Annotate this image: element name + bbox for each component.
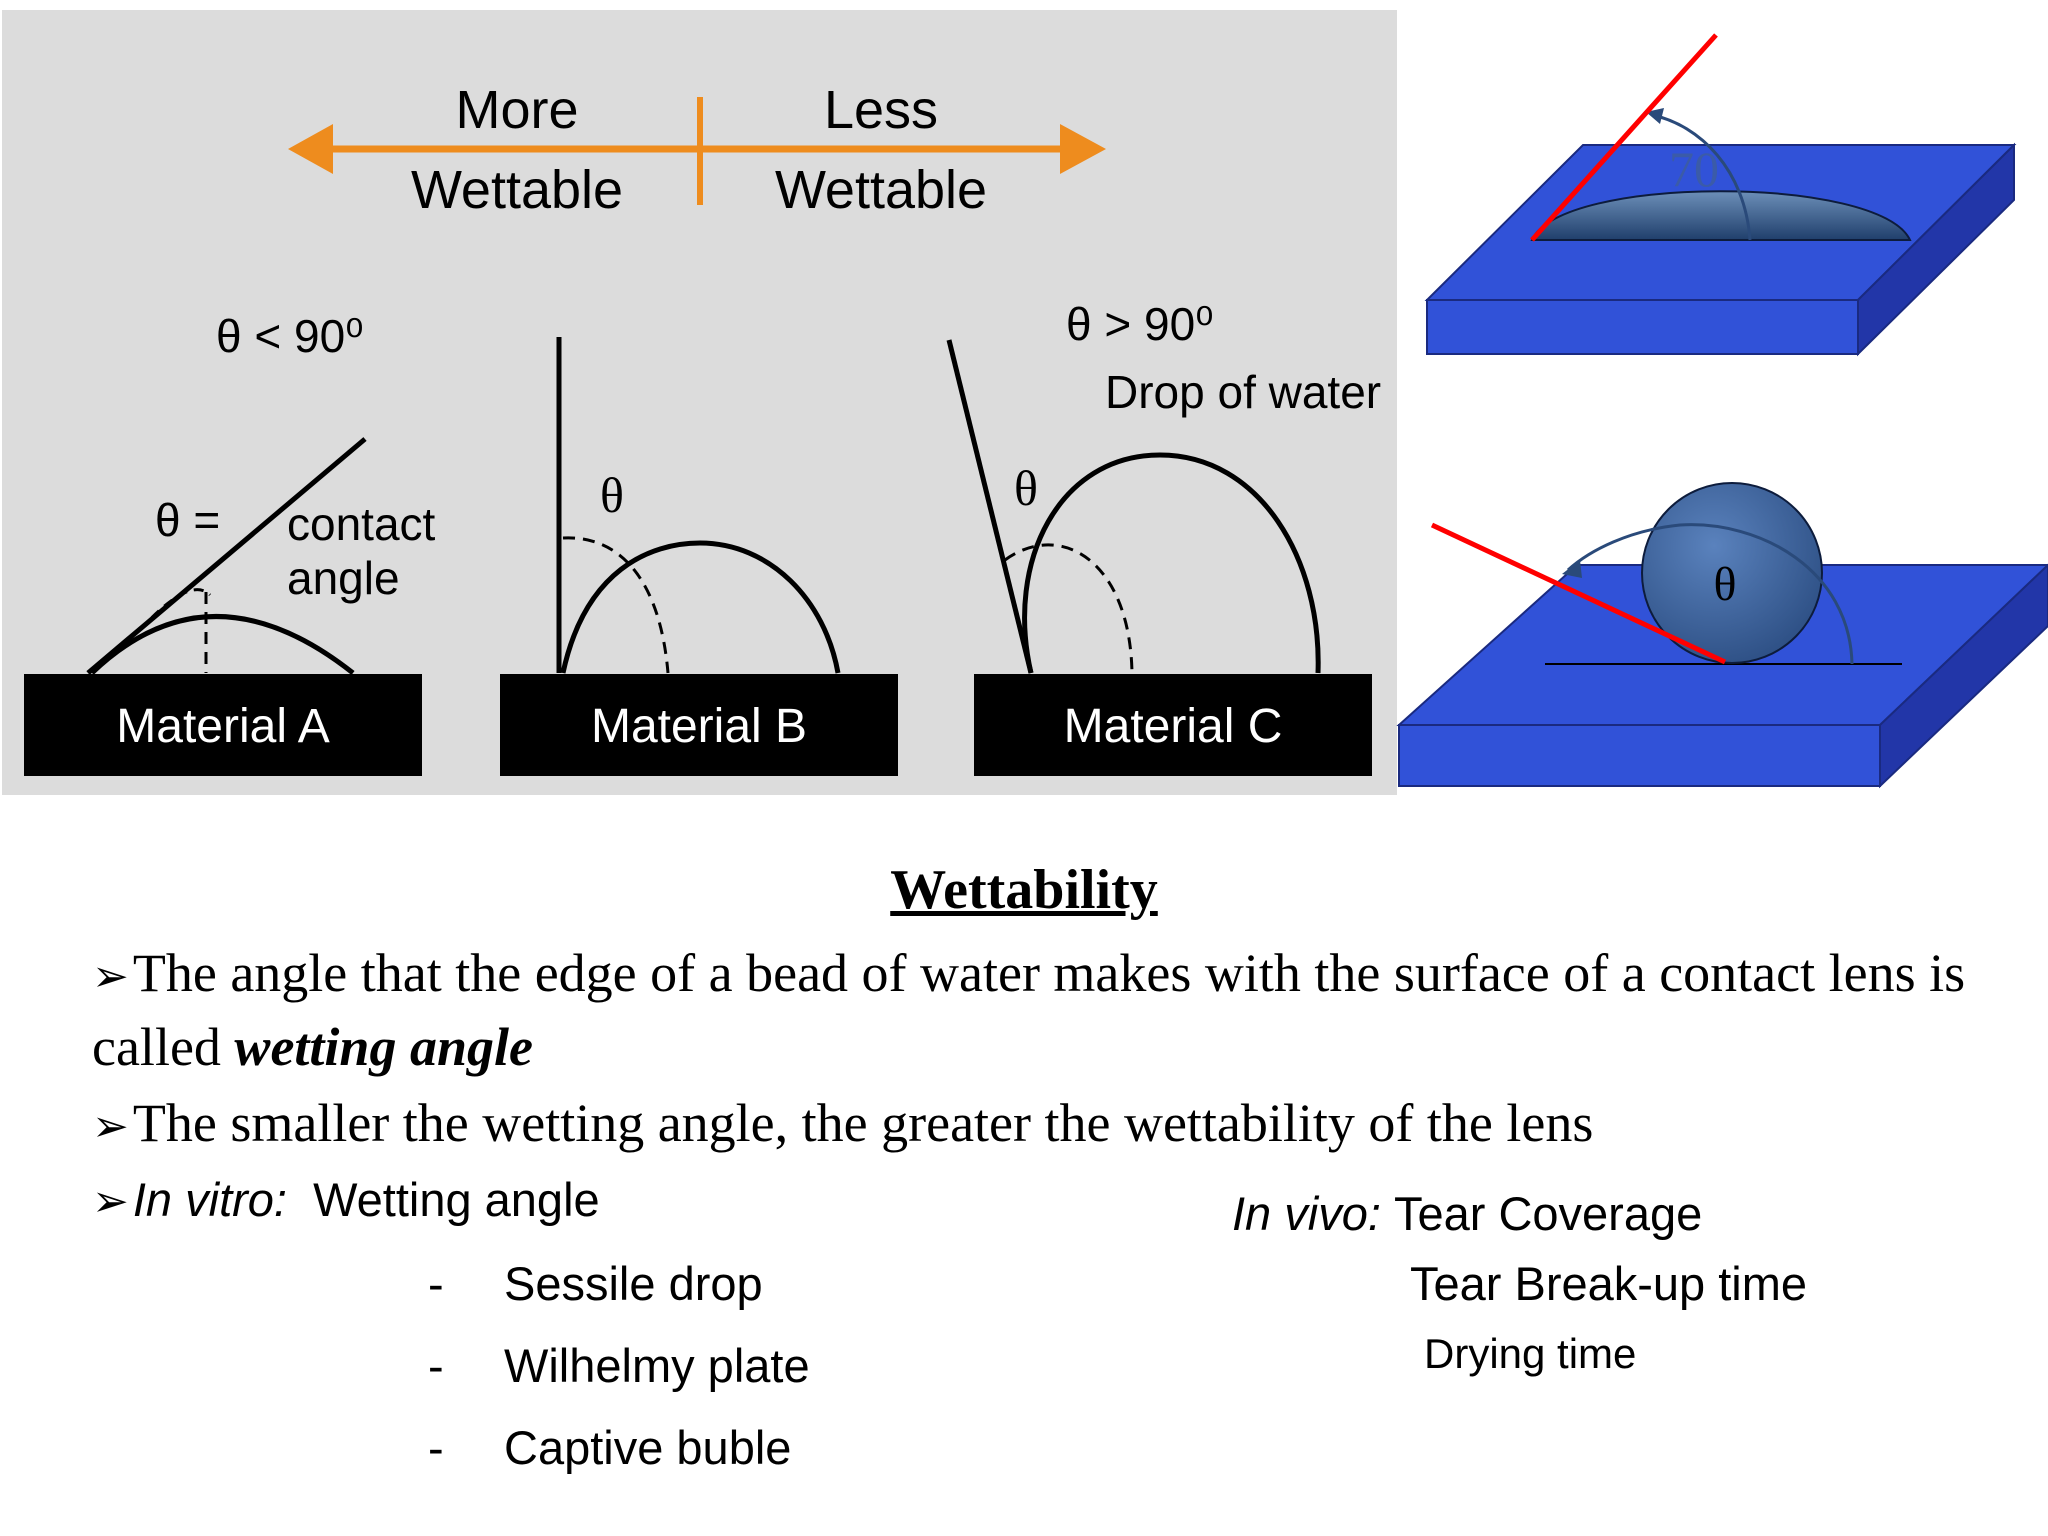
material-c-angle-condition: θ > 90⁰ [1066,298,1214,350]
drop-of-water-label: Drop of water [1105,366,1381,418]
in-vivo-row: In vivo: Tear Coverage [1232,1186,1702,1241]
water-bead [1641,482,1823,664]
plate-bottom-front [1398,724,1881,787]
in-vivo-item-drying: Drying time [1424,1330,1637,1377]
slide-title: Wettability [890,859,1158,921]
material-c-label: Material C [1064,700,1283,753]
plate-bottom-group: θ [1396,482,2048,789]
in-vivo-item-tear-coverage: Tear Coverage [1393,1187,1703,1240]
theta-label-b: θ [600,467,624,523]
contact-label: contact [287,498,436,550]
wetting-angle-emphasis: wetting angle [234,1017,533,1077]
in-vitro-label: In vitro: [132,1173,287,1226]
wettability-axis: More Wettable Less Wettable [288,80,1106,220]
drop-outline-c [1022,452,1321,674]
plate-top-angle-arc [1651,113,1752,241]
in-vivo-label: In vivo: [1232,1187,1381,1240]
material-b-group: θ Material B [500,337,898,776]
plate-top-front [1426,299,1859,355]
drop-outline-b [560,540,841,674]
dash-marker: - [428,1339,444,1392]
in-vitro-row: ➢In vitro: Wetting angle [92,1172,600,1227]
plate-top-side [1857,142,2015,357]
angle-marker-b [562,536,670,674]
bullet2-text: The smaller the wetting angle, the great… [132,1093,1594,1153]
plate-top-angle-value: 70 [1669,141,1719,197]
plate-bottom-side [1879,563,2048,789]
lens-drop [1530,190,1912,241]
in-vitro-item-sessile: Sessile drop [504,1257,763,1310]
bullet1-text: The angle that the edge of a bead of wat… [92,943,1966,1077]
material-c-group: θ > 90⁰ Drop of water θ Material C [946,298,1381,776]
material-a-label: Material A [116,700,329,753]
in-vitro-item-captive: Captive buble [504,1421,792,1474]
right-arrow-head [1060,124,1106,174]
plate-bottom-red-line [1430,522,1727,665]
material-b-label: Material B [591,700,807,753]
dash-marker: - [428,1421,444,1474]
angle-marker-c [1004,543,1134,674]
material-c-block [974,674,1372,776]
bullet-arrow-icon: ➢ [92,1102,129,1151]
wettable-label-right: Wettable [775,160,987,220]
in-vivo-item-tbut: Tear Break-up time [1410,1257,1808,1310]
plate-top-group: 70 [1424,33,2017,357]
bullet-wetting-angle-definition: ➢The angle that the edge of a bead of wa… [92,938,2022,1082]
material-a-block [24,674,422,776]
plate-bottom-angle-arc [1566,523,1854,665]
drop-outline-a [90,614,355,675]
wettability-figure: More Wettable Less Wettable θ < 90⁰ θ = … [2,10,2048,795]
theta-equals-label: θ = [155,494,220,546]
dash-marker: - [428,1257,444,1310]
tangent-line-a [86,437,367,675]
angle-label: angle [287,552,400,604]
bullet-smaller-angle: ➢The smaller the wetting angle, the grea… [92,1088,2022,1162]
material-b-block [500,674,898,776]
material-a-group: θ < 90⁰ θ = contact angle Material A [24,310,436,776]
tangent-line-c [946,339,1034,674]
wettable-label-left: Wettable [411,160,623,220]
in-vitro-value: Wetting angle [313,1173,600,1226]
bullet-arrow-icon: ➢ [92,1177,129,1226]
more-label: More [455,80,578,140]
left-arrow-head [288,124,333,174]
plate-bottom-theta: θ [1714,558,1737,611]
plate-top-red-line [1530,33,1718,242]
material-a-angle-condition: θ < 90⁰ [216,310,364,362]
less-label: Less [824,80,938,140]
in-vitro-item-wilhelmy: Wilhelmy plate [504,1339,810,1392]
bullet-arrow-icon: ➢ [92,952,129,1001]
theta-label-c: θ [1014,460,1038,516]
